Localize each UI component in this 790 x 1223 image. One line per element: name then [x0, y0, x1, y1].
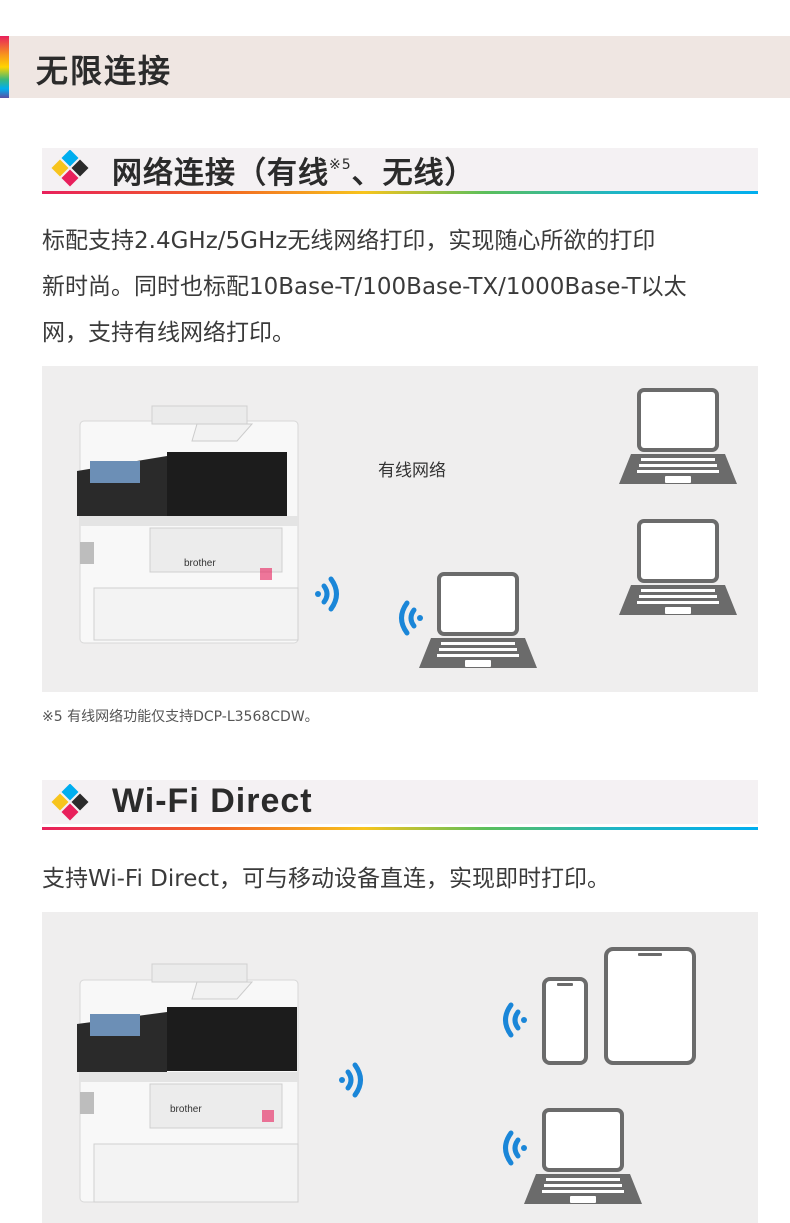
printer-image: brother: [77, 405, 299, 644]
laptop-icon: [419, 572, 537, 668]
top-banner: [0, 36, 790, 98]
printer-image: brother: [77, 963, 299, 1203]
laptop-icon: [524, 1108, 642, 1204]
section-title-wifi-direct: Wi-Fi Direct: [112, 782, 313, 820]
section-header-network: [42, 148, 758, 192]
paragraph-line: 网，支持有线网络打印。: [42, 320, 295, 346]
section-underline-wifi-direct: [42, 827, 758, 830]
wifi-signal-icon: [315, 576, 339, 612]
network-description: 标配支持2.4GHz/5GHz无线网络打印，实现随心所欲的打印 新时尚。同时也标…: [42, 218, 762, 356]
banner-color-bar: [0, 36, 9, 98]
laptop-icon: [619, 519, 737, 615]
wifi-direct-description: 支持Wi-Fi Direct，可与移动设备直连，实现即时打印。: [42, 866, 611, 892]
wifi-signal-icon: [503, 1002, 527, 1038]
wifi-signal-icon: [339, 1062, 363, 1098]
paragraph-line: 标配支持2.4GHz/5GHz无线网络打印，实现随心所欲的打印: [42, 228, 656, 254]
section-title-network: 网络连接（有线※5、无线）: [112, 156, 476, 191]
section-underline-network: [42, 191, 758, 194]
printer-brand: brother: [170, 1104, 202, 1115]
wifi-signal-icon: [503, 1130, 527, 1166]
diamond-logo-icon: [51, 150, 89, 187]
network-diagram: brother 有线网络: [77, 388, 737, 668]
paragraph-line: 新时尚。同时也标配10Base-T/100Base-TX/1000Base-T以…: [42, 274, 687, 300]
wifi-signal-icon: [399, 600, 423, 636]
tablet-icon: [604, 947, 696, 1065]
smartphone-icon: [542, 977, 588, 1065]
laptop-icon: [619, 388, 737, 484]
banner-title: 无限连接: [36, 52, 173, 90]
footnote: ※5 有线网络功能仅支持DCP-L3568CDW。: [42, 709, 319, 725]
diamond-logo-icon: [51, 784, 89, 821]
printer-brand: brother: [184, 558, 216, 569]
wifi-direct-diagram: brother: [77, 947, 696, 1204]
wired-network-label: 有线网络: [378, 461, 446, 481]
section-header-wifi-direct: [42, 780, 758, 824]
